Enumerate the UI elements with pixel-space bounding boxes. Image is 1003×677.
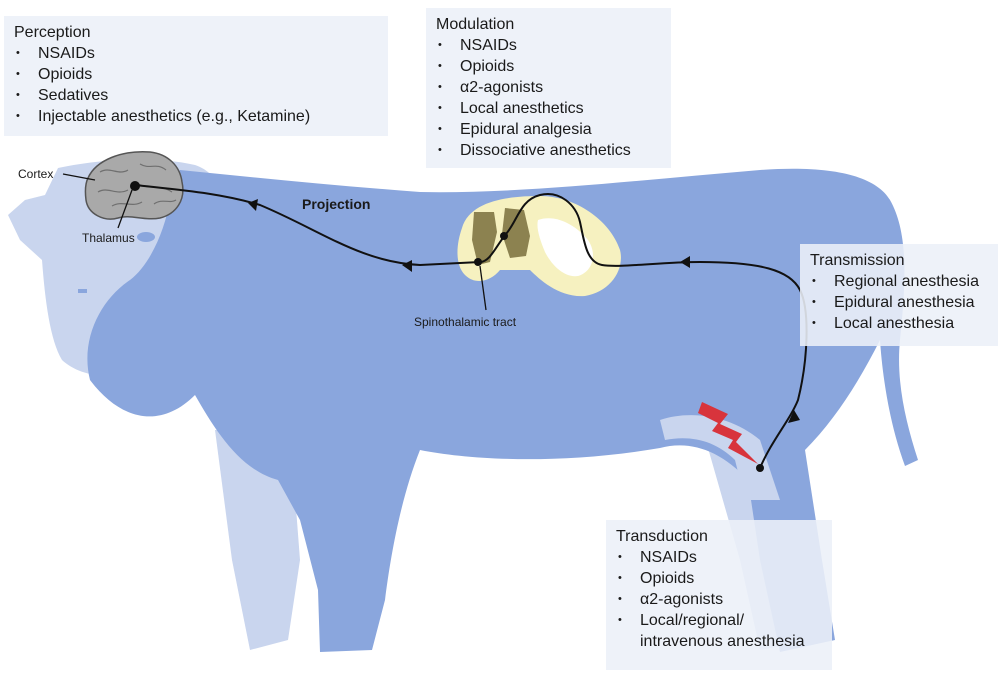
perception-title: Perception — [14, 22, 378, 43]
list-item: Dissociative anesthetics — [436, 140, 661, 161]
transduction-box: Transduction NSAIDs Opioids α2-agonists … — [606, 520, 832, 670]
cortex-label: Cortex — [18, 167, 53, 181]
eye — [137, 232, 155, 242]
transduction-list: NSAIDs Opioids α2-agonists Local/regiona… — [616, 547, 822, 652]
list-item: Sedatives — [14, 85, 378, 106]
thalamus-label: Thalamus — [82, 231, 135, 245]
transmission-title: Transmission — [810, 250, 988, 271]
transmission-box: Transmission Regional anesthesia Epidura… — [800, 244, 998, 346]
transmission-list: Regional anesthesia Epidural anesthesia … — [810, 271, 988, 334]
nostril — [78, 289, 87, 293]
list-item: NSAIDs — [616, 547, 822, 568]
list-item: Regional anesthesia — [810, 271, 988, 292]
list-item: Opioids — [436, 56, 661, 77]
list-item: α2-agonists — [436, 77, 661, 98]
modulation-box: Modulation NSAIDs Opioids α2-agonists Lo… — [426, 8, 671, 168]
modulation-title: Modulation — [436, 14, 661, 35]
perception-list: NSAIDs Opioids Sedatives Injectable anes… — [14, 43, 378, 127]
projection-label: Projection — [302, 196, 370, 212]
list-item: Epidural analgesia — [436, 119, 661, 140]
list-item: NSAIDs — [436, 35, 661, 56]
node-brain — [130, 181, 140, 191]
list-item: Injectable anesthetics (e.g., Ketamine) — [14, 106, 378, 127]
list-item: Opioids — [14, 64, 378, 85]
list-item: α2-agonists — [616, 589, 822, 610]
node-spinal-synapse — [474, 258, 482, 266]
spinothalamic-label: Spinothalamic tract — [414, 315, 516, 329]
list-item: Opioids — [616, 568, 822, 589]
perception-box: Perception NSAIDs Opioids Sedatives Inje… — [4, 16, 388, 136]
modulation-list: NSAIDs Opioids α2-agonists Local anesthe… — [436, 35, 661, 161]
list-item: Local/regional/ intravenous anesthesia — [616, 610, 822, 652]
list-item: NSAIDs — [14, 43, 378, 64]
list-item: Local anesthesia — [810, 313, 988, 334]
transduction-title: Transduction — [616, 526, 822, 547]
list-item: Local anesthetics — [436, 98, 661, 119]
node-nociceptor — [756, 464, 764, 472]
node-dorsal-horn — [500, 232, 508, 240]
list-item: Epidural anesthesia — [810, 292, 988, 313]
